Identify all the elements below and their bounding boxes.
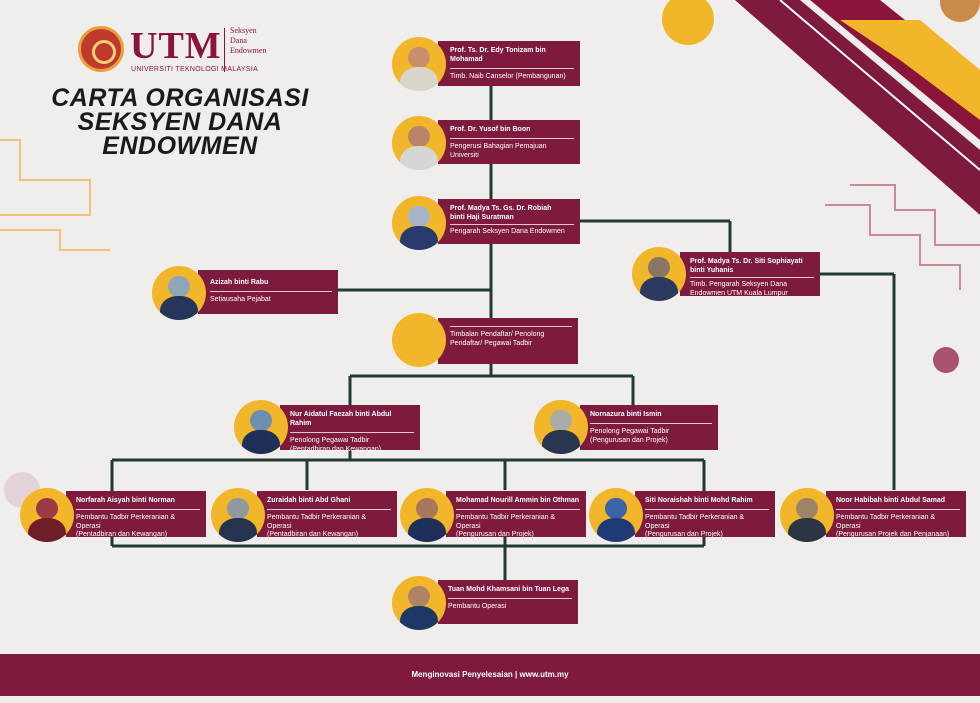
org-card-pembantu-tadbir-3: Mohamad Nourill Ammin bin Othman Pembant… [446, 491, 586, 538]
person-name: Prof. Madya Ts. Dr. Siti Sophiayati bint… [690, 258, 803, 274]
person-name: Azizah binti Rabu [210, 279, 269, 286]
org-card-timb-naib-canselor: Prof. Ts. Dr. Edy Tonizam bin Mohamad Ti… [438, 41, 580, 86]
person-photo [400, 488, 454, 542]
logo-unit-name: Seksyen Dana Endowmen [230, 26, 278, 56]
logo-university-name: UNIVERSITI TEKNOLOGI MALAYSIA [131, 66, 259, 73]
person-position: Timb. Pengarah Seksyen Dana Endowmen UTM… [690, 281, 788, 297]
person-position: Penolong Pegawai Tadbir (Pentadbiran dan… [290, 437, 382, 453]
maroon-stripe-decoration-2 [810, 0, 980, 140]
person-position: Pembantu Tadbir Perkeranian & Operasi (P… [76, 514, 176, 538]
person-photo [392, 196, 446, 250]
gold-stripe-decoration [840, 20, 980, 120]
person-photo [20, 488, 74, 542]
logo-unit-line: Endowmen [230, 46, 267, 55]
person-name: Noor Habibah binti Abdul Samad [836, 497, 946, 504]
org-card-setiausaha: Azizah binti Rabu Setiausaha Pejabat [198, 270, 338, 314]
org-card-penolong-pegawai-tadbir-1: Nur Aidatul Faezah binti Abdul Rahim Pen… [280, 405, 420, 453]
gold-circle-decoration [662, 0, 714, 45]
person-name: Prof. Madya Ts. Gs. Dr. Robiah binti Haj… [450, 205, 552, 221]
person-position: Pembantu Operasi [448, 603, 507, 610]
org-card-pembantu-operasi: Tuan Mohd Khamsani bin Tuan Lega Pembant… [438, 580, 578, 624]
person-photo [534, 400, 588, 454]
logo-wordmark: UTM [130, 25, 222, 67]
person-photo [392, 37, 446, 91]
person-position: Setiausaha Pejabat [210, 296, 271, 303]
person-photo [211, 488, 265, 542]
person-name: Nur Aidatul Faezah binti Abdul Rahim [290, 411, 392, 427]
person-position: Timbalan Pendaftar/ Penolong Pendaftar/ … [450, 331, 545, 347]
person-photo [780, 488, 834, 542]
org-card-pembantu-tadbir-1: Norfarah Aisyah binti Norman Pembantu Ta… [66, 491, 206, 538]
person-photo [632, 247, 686, 301]
person-photo [152, 266, 206, 320]
person-photo [392, 576, 446, 630]
maroon-stripe-decoration [735, 0, 980, 215]
zigzag-decoration-right [850, 184, 980, 246]
person-photo [234, 400, 288, 454]
person-name: Zuraidah binti Abd Ghani [267, 497, 351, 504]
org-card-penolong-pegawai-tadbir-2: Nornazura binti Ismin Penolong Pegawai T… [580, 405, 718, 450]
person-position: Pembantu Tadbir Perkeranian & Operasi (P… [267, 514, 367, 538]
org-card-timbalan-pendaftar: Timbalan Pendaftar/ Penolong Pendaftar/ … [438, 318, 578, 364]
org-card-pembantu-tadbir-4: Siti Noraishah binti Mohd Rahim Pembantu… [635, 491, 775, 538]
person-position: Timb. Naib Canselor (Pembangunan) [450, 73, 566, 80]
zigzag-decoration-left [0, 139, 91, 216]
person-name: Norfarah Aisyah binti Norman [76, 497, 175, 504]
org-card-pengerusi: Prof. Dr. Yusof bin Boon Pengerusi Bahag… [438, 120, 580, 164]
org-card-timb-pengarah: Prof. Madya Ts. Dr. Siti Sophiayati bint… [680, 252, 820, 297]
zigzag-decoration-left-2 [0, 229, 110, 251]
zigzag-decoration-right-2 [825, 204, 961, 290]
person-name: Tuan Mohd Khamsani bin Tuan Lega [448, 586, 570, 593]
person-name: Prof. Ts. Dr. Edy Tonizam bin Mohamad [450, 47, 546, 63]
vacant-photo-placeholder [392, 313, 446, 367]
person-name: Nornazura binti Ismin [590, 411, 662, 418]
person-position: Pengerusi Bahagian Pemajuan Universiti [450, 143, 547, 159]
rose-circle-decoration [933, 347, 959, 373]
utm-seal-icon [78, 26, 124, 72]
person-position: Pengarah Seksyen Dana Endowmen [450, 228, 565, 235]
person-photo [392, 116, 446, 170]
logo-unit-line: Dana [230, 36, 247, 45]
person-name: Mohamad Nourill Ammin bin Othman [456, 497, 580, 504]
footer-text: Menginovasi Penyelesaian | www.utm.my [411, 670, 569, 679]
page-title: CARTA ORGANISASI SEKSYEN DANA ENDOWMEN [51, 84, 309, 160]
utm-logo: UTM UNIVERSITI TEKNOLOGI MALAYSIA Seksye… [78, 24, 278, 80]
person-position: Pembantu Tadbir Perkeranian & Operasi (P… [836, 514, 950, 538]
logo-unit-line: Seksyen [230, 26, 257, 35]
person-name: Siti Noraishah binti Mohd Rahim [645, 497, 753, 504]
person-photo [589, 488, 643, 542]
person-position: Penolong Pegawai Tadbir (Pengurusan dan … [590, 428, 670, 444]
org-card-pembantu-tadbir-2: Zuraidah binti Abd Ghani Pembantu Tadbir… [257, 491, 397, 538]
logo-divider [224, 28, 225, 72]
corner-circle-decoration [940, 0, 980, 22]
org-card-pengarah: Prof. Madya Ts. Gs. Dr. Robiah binti Haj… [438, 199, 580, 244]
person-position: Pembantu Tadbir Perkeranian & Operasi (P… [645, 514, 745, 538]
org-card-pembantu-tadbir-5: Noor Habibah binti Abdul Samad Pembantu … [826, 491, 966, 538]
person-name: Prof. Dr. Yusof bin Boon [450, 126, 531, 133]
person-position: Pembantu Tadbir Perkeranian & Operasi (P… [456, 514, 556, 538]
footer-bar: Menginovasi Penyelesaian | www.utm.my [0, 654, 980, 696]
white-stripe-decoration [779, 0, 980, 171]
